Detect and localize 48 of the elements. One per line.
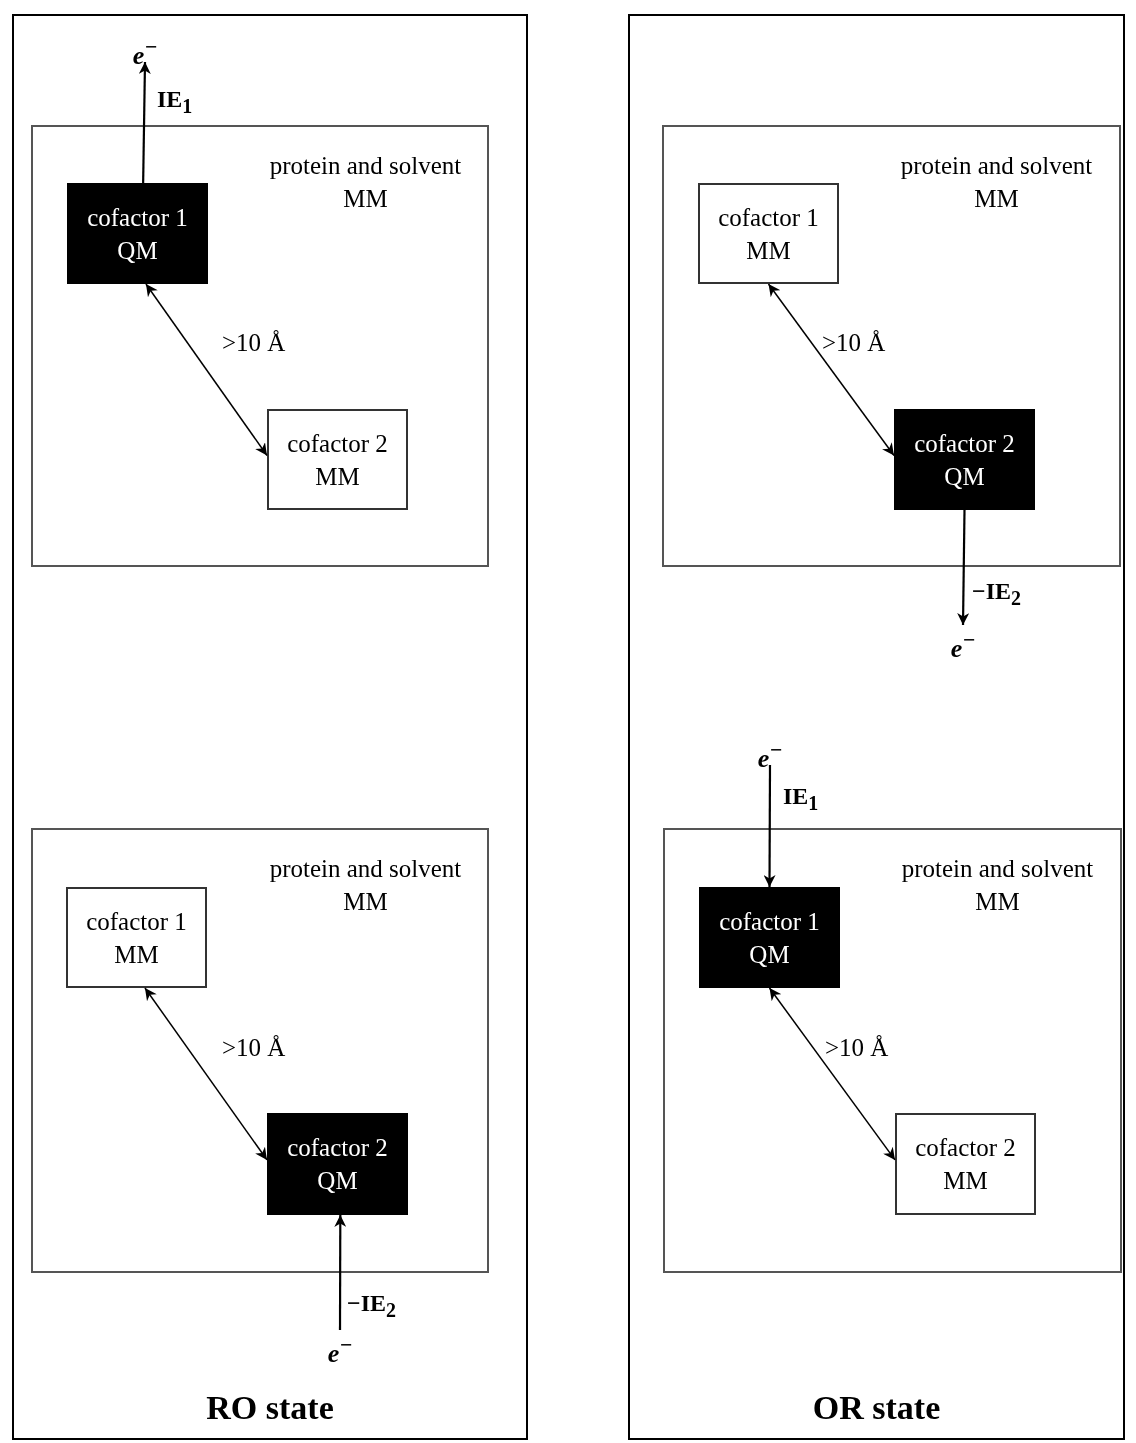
electron-label: e$^{−}$ — [132, 32, 158, 62]
qm-cofactor-box — [894, 409, 1035, 510]
qm-cofactor-box — [267, 1113, 408, 1215]
qm-cofactor-box — [67, 183, 208, 284]
cofactor-label: cofactor 2 QM — [913, 429, 1016, 492]
state-panel — [628, 14, 1125, 1440]
mm-cofactor-box — [66, 887, 207, 988]
electron-label: e$^{−}$ — [950, 625, 976, 655]
edge-label: >10 Å — [825, 1035, 889, 1061]
mm-cofactor-box — [895, 1113, 1036, 1215]
edge-label: −IE$_{2}$ — [347, 1290, 397, 1323]
arrow — [957, 510, 970, 625]
cofactor-label: cofactor 1 MM — [717, 203, 820, 266]
edge-label: >10 Å — [222, 1035, 286, 1061]
double-arrow — [768, 987, 896, 1161]
double-arrow — [144, 987, 268, 1161]
cofactor-label: cofactor 2 MM — [286, 429, 389, 492]
double-arrow — [767, 283, 895, 457]
state-panel — [12, 14, 528, 1440]
region-box — [663, 828, 1122, 1273]
arrow — [763, 765, 776, 887]
mm-cofactor-box — [698, 183, 839, 284]
region-box — [31, 828, 489, 1273]
cofactor-label: cofactor 2 MM — [914, 1133, 1017, 1196]
mm-cofactor-box — [267, 409, 408, 510]
double-arrow — [145, 283, 268, 457]
cofactor-label: cofactor 1 QM — [86, 203, 189, 266]
edge-label: IE$_{1}$ — [783, 783, 819, 816]
electron-label: e$^{−}$ — [757, 735, 783, 765]
edge-label: >10 Å — [222, 330, 286, 356]
cofactor-label: cofactor 1 QM — [718, 907, 821, 970]
region-label: protein and solvent MM — [900, 854, 1095, 917]
edge-label: IE$_{1}$ — [157, 86, 193, 119]
panel-title: OR state — [811, 1391, 942, 1424]
arrow — [138, 62, 151, 183]
cofactor-label: cofactor 2 QM — [286, 1133, 389, 1196]
region-label: protein and solvent MM — [268, 151, 463, 214]
region-box — [31, 125, 489, 567]
arrow — [334, 1215, 347, 1330]
edge-label: >10 Å — [822, 330, 886, 356]
region-label: protein and solvent MM — [899, 151, 1094, 214]
region-label: protein and solvent MM — [268, 854, 463, 917]
qm-cofactor-box — [699, 887, 840, 988]
edge-label: −IE$_{2}$ — [972, 578, 1022, 611]
cofactor-label: cofactor 1 MM — [85, 907, 188, 970]
panel-title: RO state — [205, 1391, 335, 1424]
electron-label: e$^{−}$ — [327, 1330, 353, 1360]
region-box — [662, 125, 1121, 567]
